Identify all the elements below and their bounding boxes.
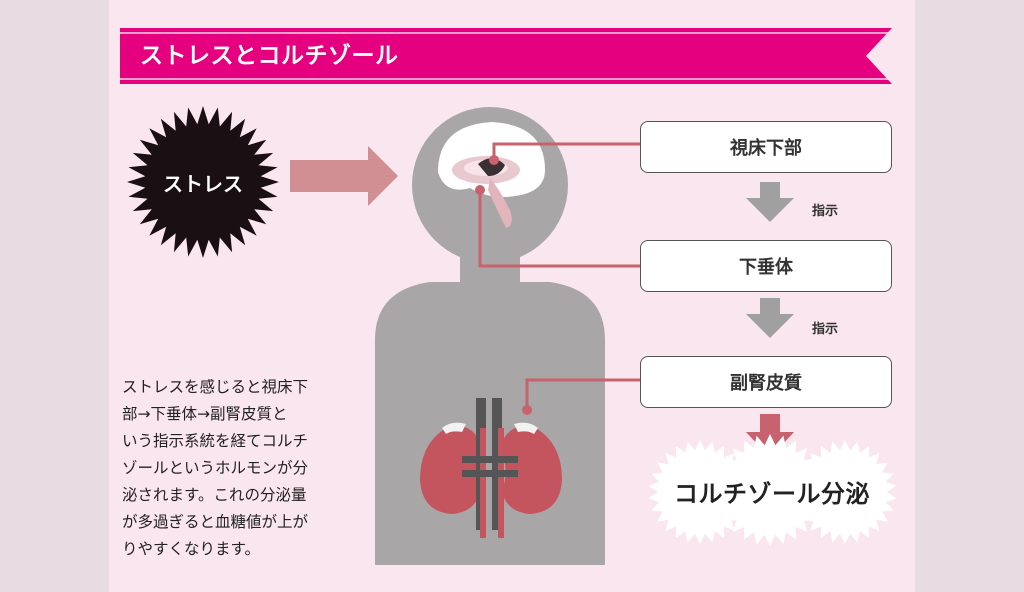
step-adrenal-cortex: 副腎皮質 bbox=[640, 356, 892, 408]
down-arrow-1-icon bbox=[746, 182, 794, 222]
stress-arrow-icon bbox=[290, 146, 398, 206]
step-hypothalamus: 視床下部 bbox=[640, 121, 892, 173]
hypothalamus-marker bbox=[489, 155, 499, 165]
instruction-label-1: 指示 bbox=[812, 204, 839, 219]
stress-burst-icon bbox=[127, 106, 279, 258]
page-title: ストレスとコルチゾール bbox=[140, 43, 399, 69]
pituitary-marker bbox=[475, 185, 485, 195]
result-burst-icon bbox=[648, 434, 897, 546]
title-banner bbox=[120, 28, 892, 84]
adrenal-marker bbox=[522, 405, 532, 415]
instruction-label-2: 指示 bbox=[812, 322, 839, 337]
description-line: りやすくなります。 bbox=[122, 540, 260, 558]
stress-label: ストレス bbox=[163, 172, 243, 196]
description-line: 部→下垂体→副腎皮質と bbox=[122, 405, 288, 423]
kidney-icon bbox=[420, 398, 562, 538]
step-pituitary: 下垂体 bbox=[640, 240, 892, 292]
description-line: いう指示系統を経てコルチ bbox=[122, 432, 309, 450]
description-text: ストレスを感じると視床下 部→下垂体→副腎皮質と いう指示系統を経てコルチ ゾー… bbox=[122, 374, 362, 563]
down-arrow-2-icon bbox=[746, 298, 794, 338]
result-cortisol-secretion: コルチゾール分泌 bbox=[674, 480, 870, 508]
description-line: ストレスを感じると視床下 bbox=[122, 378, 309, 396]
connector-lines bbox=[478, 142, 640, 410]
description-line: 泌されます。これの分泌量 bbox=[122, 486, 307, 504]
description-line: が多過ぎると血糖値が上が bbox=[122, 513, 309, 531]
description-line: ゾールというホルモンが分 bbox=[122, 459, 309, 477]
